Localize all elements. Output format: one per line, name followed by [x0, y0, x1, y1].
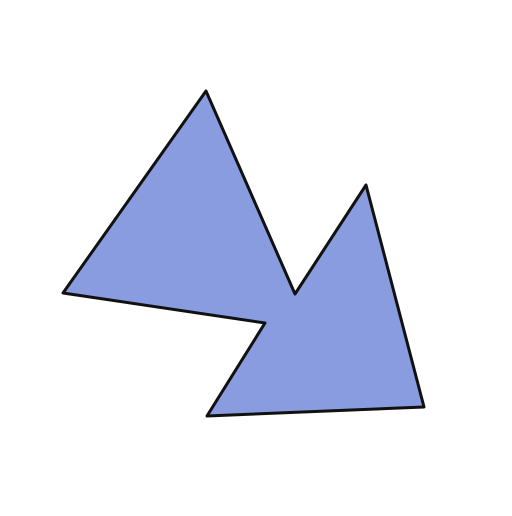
arrow-shape	[61, 89, 426, 418]
